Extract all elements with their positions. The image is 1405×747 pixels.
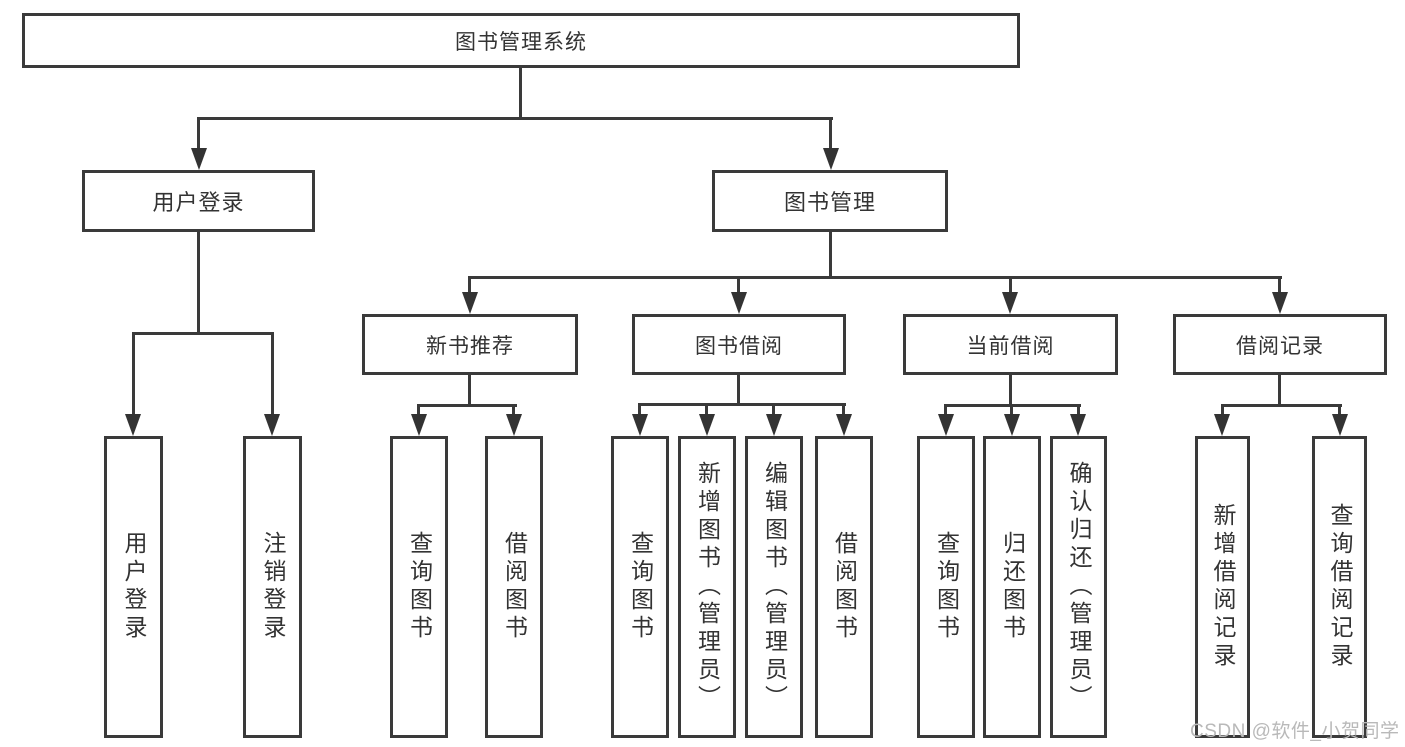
leaf-user-login-label: 用户登录 [121, 531, 147, 643]
leaf-bb-add-books-admin-label: 新增图书（管理员） [694, 461, 721, 713]
node-book-management-label: 图书管理 [783, 190, 876, 215]
node-book-borrowing: 图书借阅 [632, 314, 846, 375]
arrowhead-current-borrow [1002, 292, 1018, 314]
connector-borrow-records-stem [1278, 375, 1281, 407]
node-root-system: 图书管理系统 [22, 13, 1020, 68]
connector-drop-user-login [197, 117, 200, 151]
leaf-bb-query-books: 查询图书 [611, 436, 669, 738]
leaf-cb-query-books: 查询图书 [917, 436, 975, 738]
leaf-logout: 注销登录 [243, 436, 302, 738]
connector-drop-nb-borrow [512, 404, 515, 416]
leaf-bb-add-books-admin: 新增图书（管理员） [678, 436, 736, 738]
arrowhead-book-mgmt [823, 148, 839, 170]
node-borrowing-records: 借阅记录 [1173, 314, 1387, 375]
connector-drop-nb-query [417, 404, 420, 416]
leaf-br-add-record-label: 新增借阅记录 [1210, 503, 1236, 671]
leaf-br-add-record: 新增借阅记录 [1195, 436, 1250, 738]
arrowhead-book-borrow [731, 292, 747, 314]
connector-borrow-records-rail [1221, 404, 1342, 407]
arrowhead-bb-add [699, 414, 715, 436]
leaf-bb-query-books-label: 查询图书 [627, 531, 654, 643]
leaf-bb-edit-books-admin-label: 编辑图书（管理员） [761, 461, 788, 713]
node-current-borrowing-label: 当前借阅 [966, 334, 1055, 358]
leaf-nb-borrow-books-label: 借阅图书 [501, 531, 528, 643]
leaf-nb-borrow-books: 借阅图书 [485, 436, 543, 738]
arrowhead-bb-query [632, 414, 648, 436]
connector-drop-br-query [1338, 404, 1341, 416]
leaf-cb-return-books-label: 归还图书 [999, 531, 1026, 643]
connector-level3-rail [469, 276, 1282, 279]
connector-book-borrow-stem [737, 375, 740, 406]
connector-drop-bb-add [705, 403, 708, 416]
arrowhead-br-query [1332, 414, 1348, 436]
arrowhead-bb-borrow [836, 414, 852, 436]
connector-drop-bb-edit [772, 403, 775, 416]
leaf-bb-borrow-books: 借阅图书 [815, 436, 873, 738]
leaf-cb-confirm-return-admin-label: 确认归还（管理员） [1066, 461, 1092, 713]
leaf-bb-edit-books-admin: 编辑图书（管理员） [745, 436, 803, 738]
arrowhead-user-login [191, 148, 207, 170]
connector-drop-cb-confirm [1077, 404, 1080, 416]
arrowhead-borrow-records [1272, 292, 1288, 314]
arrowhead-br-add [1214, 414, 1230, 436]
arrowhead-cb-query [938, 414, 954, 436]
arrowhead-nb-query [411, 414, 427, 436]
leaf-logout-label: 注销登录 [260, 531, 286, 643]
node-borrowing-records-label: 借阅记录 [1236, 334, 1324, 358]
csdn-watermark: CSDN @软件_小贺同学 [1190, 721, 1400, 742]
connector-drop-book-borrow [737, 276, 740, 294]
node-user-login: 用户登录 [82, 170, 315, 232]
connector-current-borrow-stem [1009, 375, 1012, 407]
connector-book-borrow-rail [638, 403, 846, 406]
connector-user-login-stem [197, 232, 200, 335]
connector-drop-book-mgmt [829, 117, 832, 151]
connector-drop-leaf-login [132, 332, 135, 416]
arrowhead-leaf-login [125, 414, 141, 436]
connector-drop-cb-return [1010, 404, 1013, 416]
connector-drop-cb-query [944, 404, 947, 416]
leaf-user-login: 用户登录 [104, 436, 163, 738]
connector-user-login-rail [132, 332, 274, 335]
arrowhead-nb-borrow [506, 414, 522, 436]
leaf-cb-confirm-return-admin: 确认归还（管理员） [1050, 436, 1107, 738]
connector-drop-current-borrow [1009, 276, 1012, 294]
connector-drop-leaf-logout [271, 332, 274, 416]
node-book-management: 图书管理 [712, 170, 948, 232]
connector-root-stem [519, 68, 522, 120]
node-root-system-label: 图书管理系统 [455, 30, 587, 54]
connector-drop-borrow-records [1278, 276, 1281, 294]
leaf-nb-query-books-label: 查询图书 [406, 531, 433, 643]
leaf-cb-return-books: 归还图书 [983, 436, 1041, 738]
arrowhead-cb-confirm [1070, 414, 1086, 436]
leaf-cb-query-books-label: 查询图书 [933, 531, 960, 643]
connector-new-book-stem [468, 375, 471, 407]
arrowhead-cb-return [1004, 414, 1020, 436]
connector-drop-new-book [468, 276, 471, 294]
connector-new-book-rail [417, 404, 517, 407]
leaf-br-query-record: 查询借阅记录 [1312, 436, 1367, 738]
node-current-borrowing: 当前借阅 [903, 314, 1118, 375]
connector-drop-br-add [1221, 404, 1224, 416]
leaf-nb-query-books: 查询图书 [390, 436, 448, 738]
connector-drop-bb-borrow [842, 403, 845, 416]
node-user-login-label: 用户登录 [152, 190, 245, 215]
arrowhead-bb-edit [766, 414, 782, 436]
leaf-br-query-record-label: 查询借阅记录 [1327, 503, 1353, 671]
node-new-book-recommend: 新书推荐 [362, 314, 578, 375]
arrowhead-new-book [462, 292, 478, 314]
node-new-book-recommend-label: 新书推荐 [426, 334, 514, 358]
leaf-bb-borrow-books-label: 借阅图书 [831, 531, 858, 643]
connector-book-mgmt-stem [829, 232, 832, 279]
arrowhead-leaf-logout [264, 414, 280, 436]
connector-level2-rail [197, 117, 833, 120]
connector-drop-bb-query [638, 403, 641, 416]
node-book-borrowing-label: 图书借阅 [695, 334, 783, 358]
